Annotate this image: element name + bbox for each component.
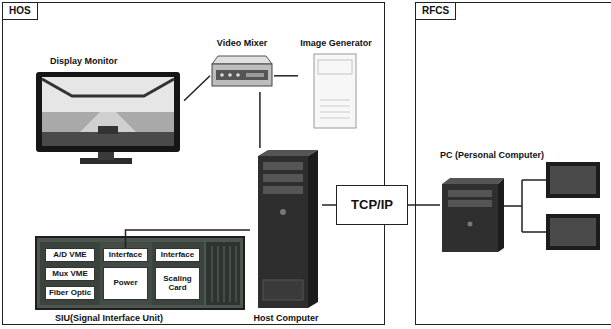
display-monitor-illustration-part (42, 132, 174, 146)
board-module: Mux VME (45, 267, 95, 281)
device-label: PC (Personal Computer) (440, 150, 544, 160)
personal-computer-illustration-part (448, 200, 492, 207)
video-mixer-illustration-part (246, 73, 264, 77)
board-label: A/D VME (53, 251, 86, 260)
monitor-illustration-part (550, 166, 596, 194)
signal-interface-unit-illustration-part (36, 237, 244, 309)
personal-computer-illustration-part (498, 178, 504, 252)
display-monitor-illustration-part (42, 112, 174, 146)
network-link-box: TCP/IP (336, 185, 408, 225)
host-computer-illustration-part (280, 209, 286, 215)
image-generator-illustration-part (314, 54, 356, 128)
video-mixer-illustration-part (220, 73, 224, 77)
signal-interface-unit-illustration-part (40, 242, 100, 305)
signal-interface-unit-illustration (36, 237, 244, 309)
personal-computer: PC (Personal Computer) (440, 150, 544, 255)
video-mixer-illustration-part (212, 64, 272, 86)
video-mixer-illustration-part (236, 73, 240, 77)
personal-computer-illustration-part (442, 184, 498, 252)
connector-line (322, 204, 336, 206)
host-computer-illustration-part (263, 280, 303, 300)
display-monitor: Display Monitor (32, 56, 184, 168)
device-label: Host Computer (254, 313, 319, 323)
display-monitor-illustration-part (36, 72, 180, 152)
signal-interface-unit: SIU(Signal Interface Unit) A/D VME Interfa… (35, 236, 245, 324)
signal-interface-unit-illustration-part (212, 246, 213, 302)
video-mixer-illustration-part (216, 70, 268, 80)
host-computer-illustration-part (258, 150, 318, 156)
connector-line (408, 204, 440, 206)
image-generator-illustration-part (320, 112, 350, 113)
board-label: Power (113, 279, 137, 288)
host-computer-illustration (258, 150, 318, 308)
personal-computer-illustration-part (442, 178, 504, 184)
board-module: Interface (155, 248, 200, 262)
device-label: Video Mixer (217, 38, 267, 48)
board-label: Interface (109, 251, 142, 260)
board-label: Scaling Card (158, 275, 197, 293)
video-mixer-illustration-part (228, 73, 232, 77)
image-generator-illustration-part (320, 118, 350, 119)
monitor-illustration-part (546, 214, 600, 250)
system-panel: RFCS PC (Personal Computer) (415, 2, 611, 325)
host-computer: Host Computer (250, 148, 322, 324)
video-mixer: Video Mixer (210, 38, 274, 92)
board-label: Fiber Optic (49, 289, 91, 298)
personal-computer-illustration-part (448, 190, 492, 197)
signal-interface-unit-illustration-part (224, 246, 225, 302)
system-panel: HOS Video Mixer Image GeneratorDisplay Mon… (2, 2, 385, 325)
display-monitor-illustration-part (42, 77, 174, 146)
board-module: Scaling Card (155, 267, 200, 300)
image-generator-illustration-part (320, 100, 350, 101)
monitor-cable (504, 180, 546, 232)
network-label: TCP/IP (351, 197, 393, 213)
image-generator: Image Generator (298, 38, 374, 130)
host-computer-illustration-part (258, 156, 308, 308)
host-computer-illustration-part (308, 150, 318, 308)
display-monitor-illustration-part (98, 126, 118, 134)
signal-interface-unit-illustration-part (218, 246, 219, 302)
board-module: Fiber Optic (45, 286, 95, 300)
connector-line (126, 230, 251, 248)
personal-computer-illustration-part (468, 222, 473, 227)
connector-line (274, 75, 298, 77)
device-label: SIU(Signal Interface Unit) (55, 313, 163, 323)
board-label: Interface (161, 251, 194, 260)
monitor-illustration (546, 162, 600, 250)
monitor-illustration-part (550, 218, 596, 246)
panel-title: RFCS (416, 3, 456, 20)
monitor-illustration-part (546, 162, 600, 198)
image-generator-illustration-part (318, 60, 352, 74)
board-module: A/D VME (45, 248, 95, 262)
host-computer-illustration-part (263, 162, 303, 170)
signal-interface-unit-illustration-part (206, 242, 240, 305)
panel-title: HOS (3, 3, 38, 20)
signal-interface-unit-illustration-part (230, 246, 231, 302)
connector-line (184, 76, 210, 101)
display-monitor-illustration-part (42, 79, 174, 96)
board-module: Interface (103, 248, 148, 262)
board-label: Mux VME (52, 270, 88, 279)
device-label: Display Monitor (50, 56, 118, 66)
personal-computer-illustration (442, 178, 504, 252)
video-mixer-illustration (212, 56, 272, 86)
connector-line (259, 92, 261, 148)
video-mixer-illustration-part (212, 56, 272, 64)
signal-interface-unit-illustration-part (236, 246, 237, 302)
signal-interface-unit-illustration-part (152, 242, 204, 305)
device-label: Image Generator (300, 38, 372, 48)
image-generator-illustration (314, 54, 356, 128)
board-module: Power (103, 267, 148, 300)
monitor-cable-part (504, 180, 546, 232)
signal-interface-unit-illustration-part (100, 242, 152, 305)
image-generator-illustration-part (320, 106, 350, 107)
display-monitor-illustration (36, 72, 180, 164)
connector-group (126, 76, 441, 248)
host-computer-illustration-part (263, 174, 303, 182)
host-computer-illustration-part (263, 186, 303, 194)
